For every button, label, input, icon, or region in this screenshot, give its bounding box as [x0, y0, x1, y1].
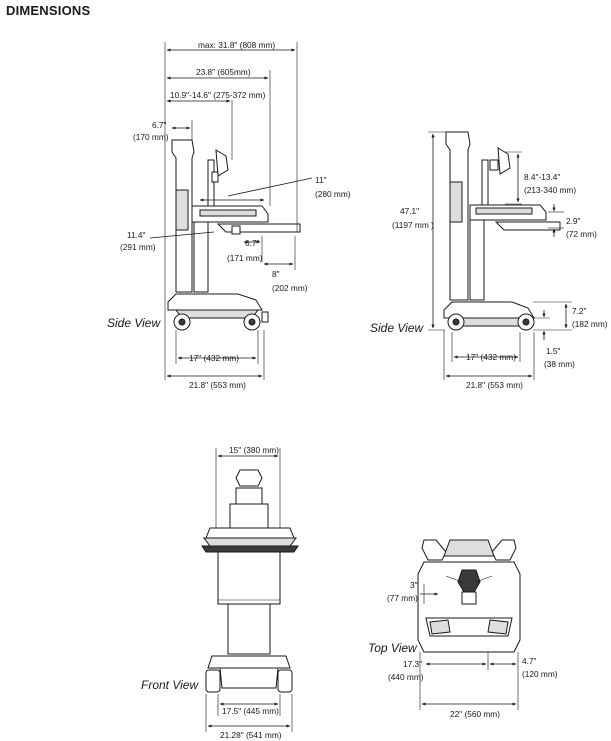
side-view-right: 47.1" (1197 mm ) 8.4"-13.4" (213-340 mm)…: [370, 131, 608, 390]
side-right-base-inner: 17" (432 mm): [466, 352, 516, 362]
top-view-label: Top View: [368, 641, 418, 655]
side-right-height-in: 47.1": [400, 206, 419, 216]
side-left-base-outer: 21.8" (553 mm): [189, 380, 246, 390]
side-left-worksurface-mm: (280 mm): [315, 189, 351, 199]
side-left-reach: 23.8" (605mm): [196, 67, 251, 77]
side-right-clearance-mm: (38 mm): [544, 359, 575, 369]
top-view-cart: [417, 539, 521, 653]
side-right-monitor-range-in: 8.4"-13.4": [524, 172, 560, 182]
side-view-right-cart: [443, 131, 561, 331]
top-view: 3" (77 mm) 17.3" (440 mm) 4.7" (120 mm) …: [368, 539, 558, 719]
top-offset-in: 3": [410, 580, 418, 590]
side-right-base-height-mm: (182 mm): [572, 319, 608, 329]
side-left-tray-ext-mm: (202 mm): [272, 283, 308, 293]
side-left-max-width: max: 31.8" (808 mm): [198, 40, 275, 50]
side-right-base-height-in: 7.2": [572, 306, 587, 316]
side-left-view-label: Side View: [107, 316, 161, 330]
top-overall: 22" (560 mm): [450, 709, 500, 719]
side-left-depth-mm: (291 mm): [120, 242, 156, 252]
side-right-keyboard-in: 2.9": [566, 216, 581, 226]
front-base-inner: 17.5" (445 mm): [222, 706, 279, 716]
side-view-left-cart: [167, 139, 301, 331]
side-right-height-mm: (1197 mm ): [392, 220, 434, 230]
side-right-base-outer: 21.8" (553 mm): [466, 380, 523, 390]
front-view-cart: [201, 469, 299, 693]
front-base-outer: 21.28" (541 mm): [220, 730, 282, 740]
side-left-tray-in: 6.7": [245, 238, 260, 248]
side-left-worksurface-in: 11": [315, 175, 327, 185]
side-left-tray-mm: (171 mm): [227, 253, 263, 263]
side-left-monitor-offset-mm: (170 mm): [133, 132, 169, 142]
side-left-monitor-offset-in: 6.7": [152, 120, 167, 130]
front-top-width: 15" (380 mm): [229, 445, 279, 455]
side-right-view-label: Side View: [370, 321, 424, 335]
top-inner-in: 17.3": [403, 659, 422, 669]
side-left-depth-in: 11.4": [127, 230, 146, 240]
page-title: DIMENSIONS: [6, 3, 91, 18]
side-left-base-inner: 17" (432 mm): [189, 353, 239, 363]
top-inner-mm: (440 mm): [388, 672, 424, 682]
side-right-keyboard-mm: (72 mm): [566, 229, 597, 239]
front-view-label: Front View: [141, 678, 199, 692]
front-view: 15" (380 mm) 17.5" (445 mm) 21.28" (541 …: [141, 445, 299, 740]
side-view-left: max: 31.8" (808 mm) 23.8" (605mm) 10.9"-…: [107, 40, 351, 390]
side-right-clearance-in: 1.5": [546, 346, 561, 356]
top-offset-mm: (77 mm): [387, 593, 418, 603]
side-left-tray-ext-in: 8": [272, 269, 280, 279]
side-right-monitor-range-mm: (213-340 mm): [524, 185, 576, 195]
top-side-in: 4.7": [522, 656, 537, 666]
top-side-mm: (120 mm): [522, 669, 558, 679]
side-left-keyboard-range: 10.9"-14.6" (275-372 mm): [170, 90, 266, 100]
